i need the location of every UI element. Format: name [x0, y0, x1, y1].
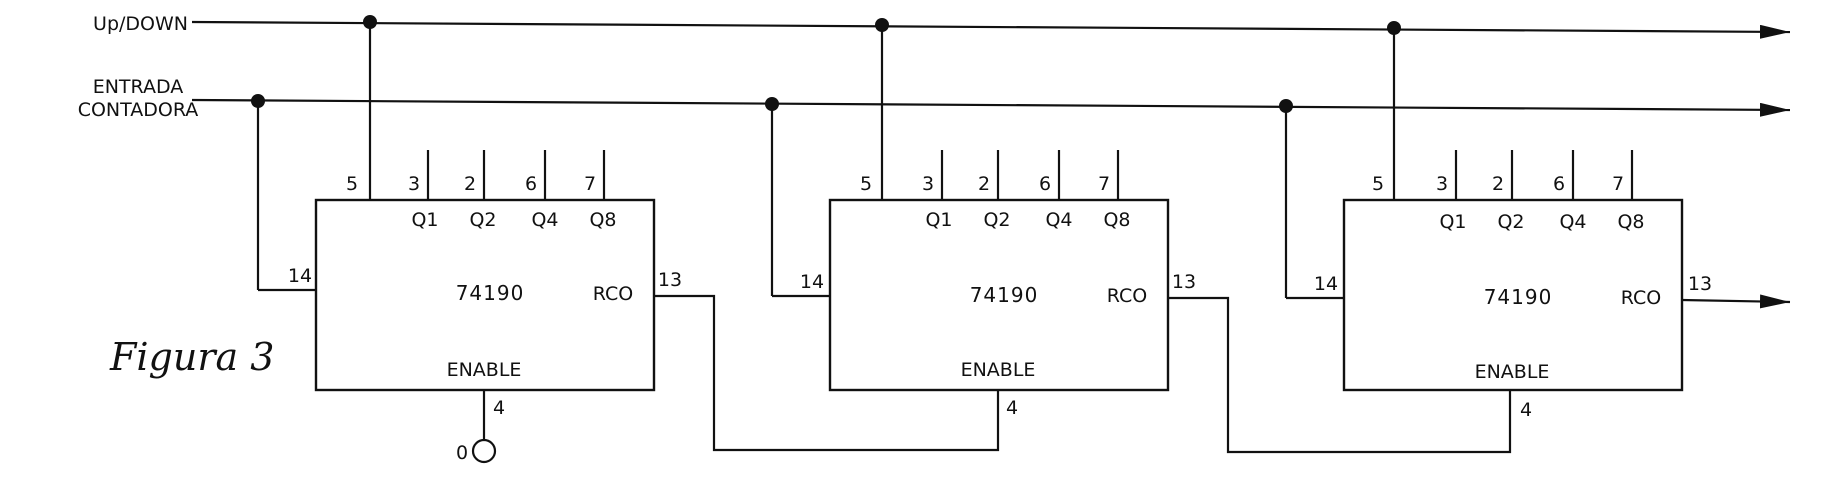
counter-2-label-q8: Q8 [1103, 209, 1130, 231]
counter-2-pin-q1: 3 [922, 173, 934, 195]
counter-1-pin-q2: 2 [464, 173, 476, 195]
counter-3-pin-clock: 14 [1314, 273, 1338, 295]
counter-1-label-q1: Q1 [411, 209, 438, 231]
counter-1-pin-enable: 4 [493, 397, 505, 419]
counter-1-updown-junction [363, 15, 377, 29]
counter-3-label-q1: Q1 [1439, 211, 1466, 233]
counter-3-enable-label: ENABLE [1475, 361, 1550, 383]
figure-caption: Figura 3 [109, 335, 274, 379]
counter-2: 5 3 2 6 7 Q1 Q2 Q4 Q8 14 74190 RCO 13 EN… [765, 18, 1512, 454]
counter-3: 5 3 2 6 7 Q1 Q2 Q4 Q8 14 74190 RCO 13 EN… [1279, 21, 1791, 421]
counter-1-clock-junction [251, 94, 265, 108]
counter-1-enable-label: ENABLE [447, 359, 522, 381]
counter-3-pin-updown: 5 [1372, 173, 1384, 195]
counter-1-pin-q1: 3 [408, 173, 420, 195]
counter-2-clock-junction [765, 97, 779, 111]
counter-3-label-q8: Q8 [1617, 211, 1644, 233]
entrada-label-line1: ENTRADA [93, 76, 184, 98]
counter-3-label-q2: Q2 [1497, 211, 1524, 233]
counter-3-pin-q1: 3 [1436, 173, 1448, 195]
up-down-bus-line [191, 20, 1791, 39]
counter-2-rco-to-counter-3-enable-wire [1168, 296, 1512, 454]
counter-1-rco-to-counter-2-enable-wire [654, 294, 1000, 452]
counter-3-label-q4: Q4 [1559, 211, 1586, 233]
counter-2-pin-q4: 6 [1039, 173, 1051, 195]
counter-2-pin-q2: 2 [978, 173, 990, 195]
counter-2-pin-clock: 14 [800, 271, 824, 293]
counter-2-label-q2: Q2 [983, 209, 1010, 231]
counter-3-pin-q8: 7 [1612, 173, 1624, 195]
counter-2-label-q1: Q1 [925, 209, 952, 231]
counter-3-chip-body [1342, 198, 1684, 392]
counter-3-pin-q2: 2 [1492, 173, 1504, 195]
counter-3-clock-junction [1279, 99, 1293, 113]
counter-1-pin-q4: 6 [525, 173, 537, 195]
counter-1-label-q8: Q8 [589, 209, 616, 231]
counter-1-pin-clock: 14 [288, 265, 312, 287]
counter-1: 5 3 2 6 7 Q1 Q2 Q4 Q8 14 74190 RCO 13 EN… [251, 15, 1000, 464]
counter-2-chip-body [828, 198, 1170, 392]
counter-2-label-q4: Q4 [1045, 209, 1072, 231]
counter-1-pin-updown: 5 [346, 173, 358, 195]
counter-3-pin-q4: 6 [1553, 173, 1565, 195]
counter-2-enable-label: ENABLE [961, 359, 1036, 381]
counter-2-chip-name: 74190 [970, 283, 1039, 307]
entrada-label-line2: CONTADORA [78, 99, 199, 121]
counter-1-label-q4: Q4 [531, 209, 558, 231]
counter-3-rco-output-wire [1681, 294, 1791, 309]
counter-2-pin-q8: 7 [1098, 173, 1110, 195]
counter-2-rco-label: RCO [1107, 285, 1147, 307]
counter-2-pin-enable: 4 [1006, 397, 1018, 419]
up-down-label: Up/DOWN [93, 13, 188, 35]
counter-1-enable-ground-terminal [471, 438, 497, 464]
counter-2-updown-junction [875, 18, 889, 32]
counter-3-rco-label: RCO [1621, 287, 1661, 309]
counter-2-pin-rco: 13 [1172, 271, 1196, 293]
counter-3-chip-name: 74190 [1484, 285, 1553, 309]
enable-ground-label: 0 [456, 442, 468, 464]
counter-1-pin-q8: 7 [584, 173, 596, 195]
counter-1-label-q2: Q2 [469, 209, 496, 231]
counter-1-rco-label: RCO [593, 283, 633, 305]
counter-3-pin-enable: 4 [1520, 399, 1532, 421]
counter-2-pin-updown: 5 [860, 173, 872, 195]
counter-1-chip-name: 74190 [456, 281, 525, 305]
counter-3-updown-junction [1387, 21, 1401, 35]
counter-input-bus-line [191, 98, 1791, 117]
counter-1-pin-rco: 13 [658, 269, 682, 291]
counter-3-pin-rco: 13 [1688, 273, 1712, 295]
